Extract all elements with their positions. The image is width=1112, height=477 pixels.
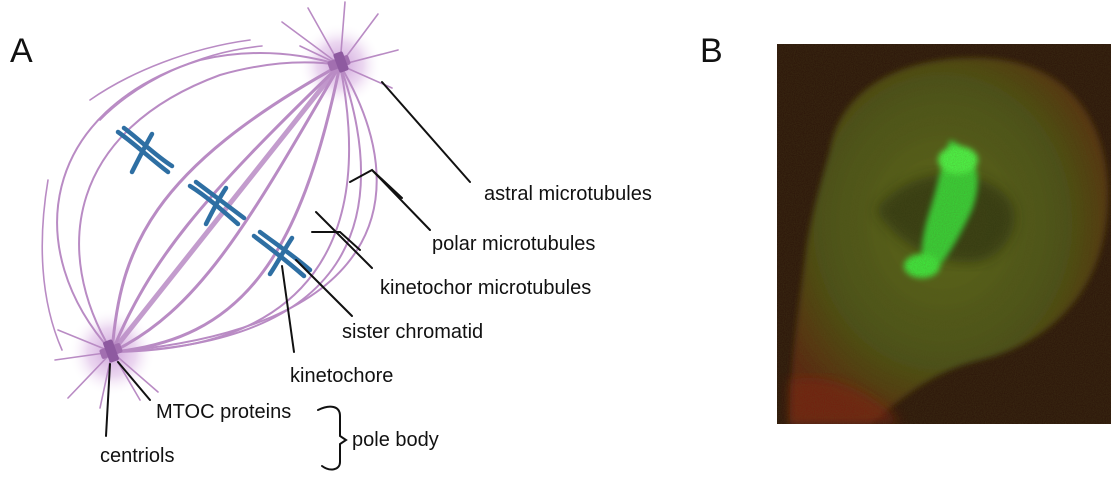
label-pole-body: pole body (352, 429, 439, 451)
label-sister-chromatid: sister chromatid (342, 321, 483, 343)
pole-body-bracket (318, 407, 346, 470)
leader-astral (382, 82, 470, 182)
chromosome-1 (118, 128, 172, 172)
label-kinetochor-microtubules: kinetochor microtubules (380, 277, 591, 299)
label-polar-microtubules: polar microtubules (432, 233, 595, 255)
label-mtoc-proteins: MTOC proteins (156, 401, 291, 423)
panel-b-letter: B (700, 32, 723, 70)
leader-kinetochore (282, 266, 294, 352)
panel-a-letter: A (10, 32, 33, 70)
label-kinetochore: kinetochore (290, 365, 393, 387)
label-astral-microtubules: astral microtubules (484, 183, 652, 205)
spindle-diagram (42, 2, 398, 408)
micrograph (777, 44, 1111, 424)
micrograph-grain (777, 44, 1111, 424)
kinetochore-microtubules (112, 65, 340, 352)
label-centriols: centriols (100, 445, 174, 467)
